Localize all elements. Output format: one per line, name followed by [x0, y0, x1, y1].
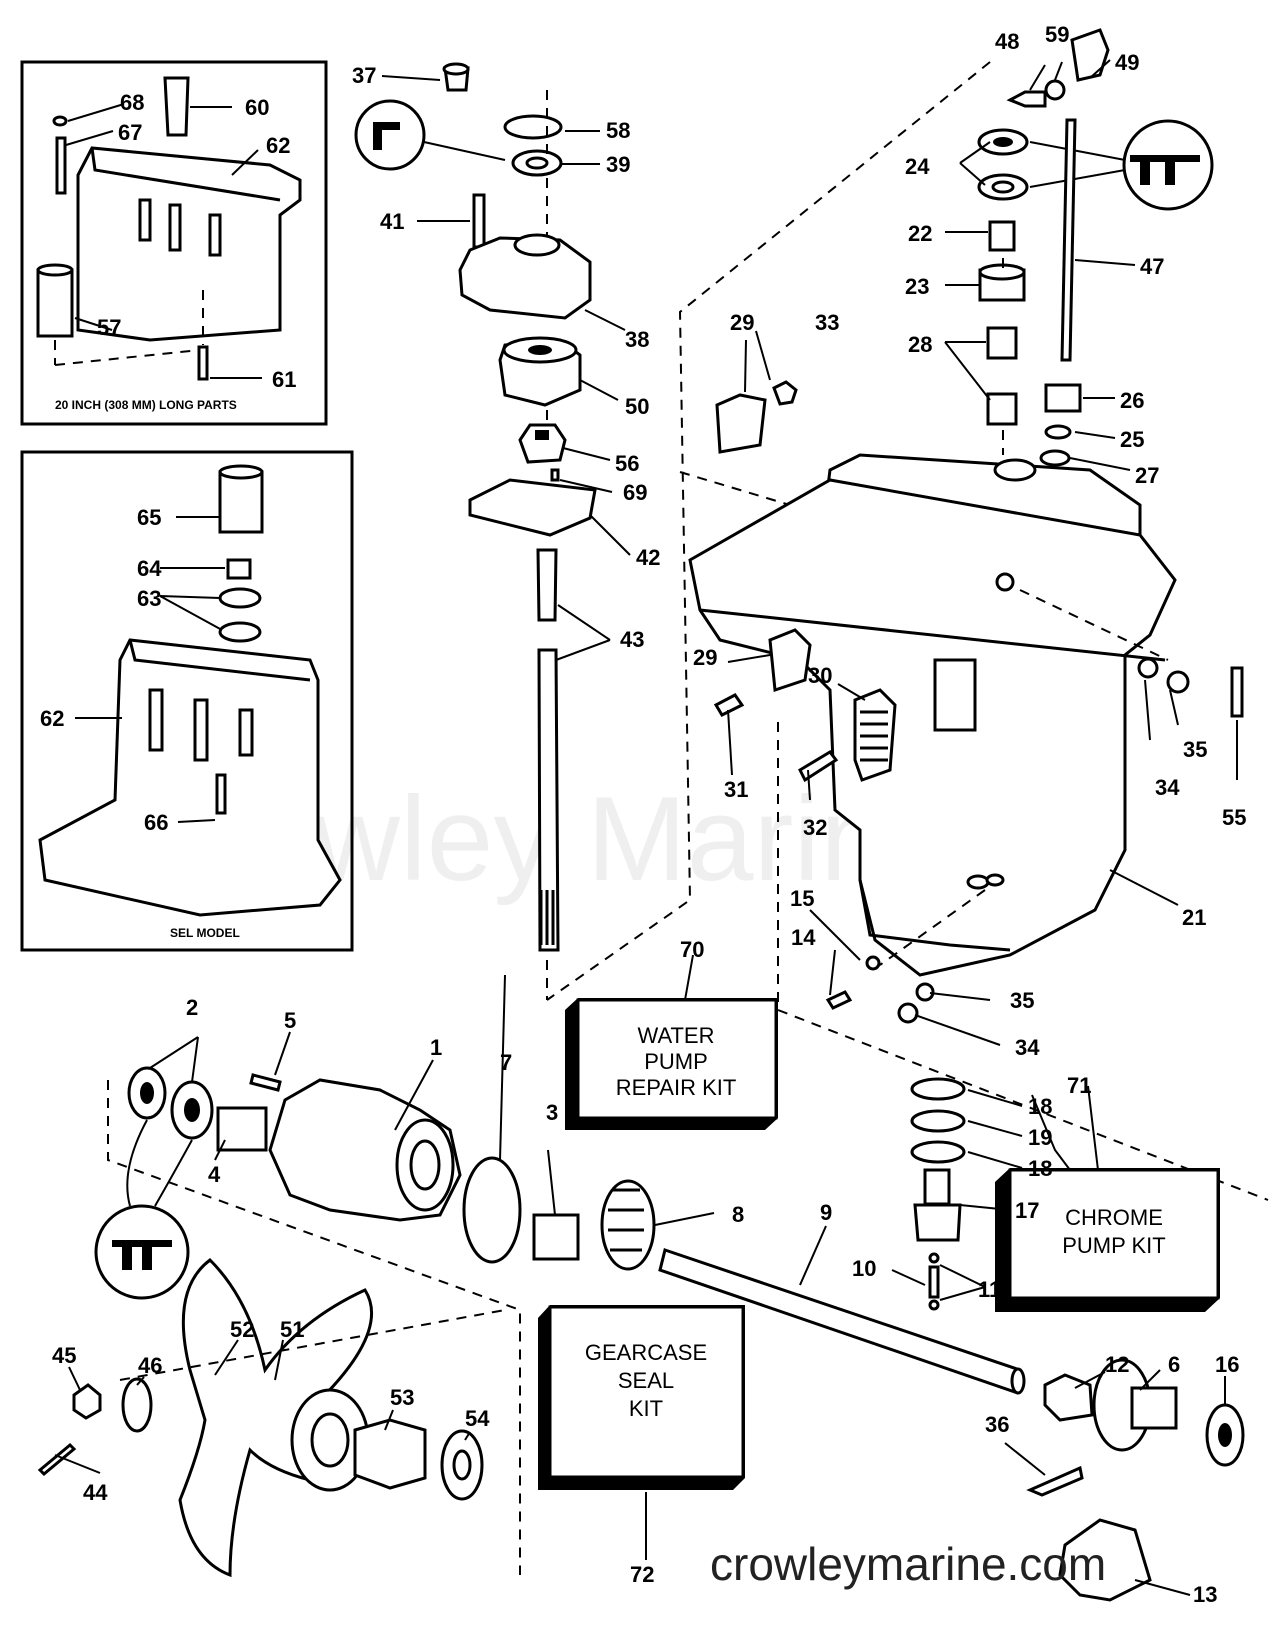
shift-rod-assembly	[977, 28, 1214, 467]
water-pump-kit-line-1: WATER	[638, 1023, 715, 1048]
callout-64: 64	[137, 556, 162, 581]
callout-36: 36	[985, 1412, 1009, 1437]
water-pump-kit-line-2: PUMP	[644, 1049, 708, 1074]
callout-62-inset1: 62	[266, 133, 290, 158]
gearcase-seal-kit-line-2: SEAL	[618, 1368, 674, 1393]
callout-51: 51	[280, 1317, 304, 1342]
callout-6: 6	[1168, 1352, 1180, 1377]
water-pump-assembly	[354, 62, 597, 1000]
callout-2: 2	[186, 995, 198, 1020]
callout-10: 10	[852, 1256, 876, 1281]
callout-34-upper: 34	[1155, 775, 1180, 800]
lower-gear-assembly	[37, 1066, 1245, 1602]
callout-11: 11	[978, 1277, 1001, 1302]
callout-61: 61	[272, 367, 296, 392]
callout-29-upper: 29	[730, 310, 754, 335]
callout-37: 37	[352, 63, 376, 88]
callout-16: 16	[1215, 1352, 1239, 1377]
callout-26: 26	[1120, 388, 1144, 413]
callout-60: 60	[245, 95, 269, 120]
callout-71: 71	[1067, 1073, 1091, 1098]
callout-42: 42	[636, 545, 660, 570]
callout-68: 68	[120, 90, 144, 115]
callout-8: 8	[732, 1202, 744, 1227]
callout-35-lower: 35	[1010, 988, 1034, 1013]
callout-39: 39	[606, 152, 630, 177]
callout-3: 3	[546, 1100, 558, 1125]
callout-28: 28	[908, 332, 932, 357]
water-pump-kit-box: WATER PUMP REPAIR KIT	[565, 998, 778, 1130]
callout-5: 5	[284, 1008, 296, 1033]
callout-18-lower: 18	[1028, 1156, 1052, 1181]
callout-21: 21	[1182, 905, 1206, 930]
callout-25: 25	[1120, 427, 1144, 452]
callout-29-lower: 29	[693, 645, 717, 670]
callout-69: 69	[623, 480, 647, 505]
water-pump-kit-line-3: REPAIR KIT	[616, 1075, 737, 1100]
callout-7: 7	[500, 1050, 512, 1075]
callout-19: 19	[1028, 1125, 1052, 1150]
callout-65: 65	[137, 505, 161, 530]
gearcase-housing	[688, 393, 1177, 977]
callout-22: 22	[908, 221, 932, 246]
callout-49: 49	[1115, 50, 1139, 75]
leader-lines	[54, 59, 1238, 1596]
callout-4: 4	[208, 1162, 221, 1187]
callout-72: 72	[630, 1562, 654, 1587]
callout-47: 47	[1140, 254, 1164, 279]
callout-62-inset2: 62	[40, 706, 64, 731]
callout-12: 12	[1105, 1352, 1129, 1377]
callout-43: 43	[620, 627, 644, 652]
callout-54: 54	[465, 1406, 490, 1431]
chrome-pump-kit-line-1: CHROME	[1065, 1205, 1163, 1230]
callout-48: 48	[995, 29, 1019, 54]
callout-67: 67	[118, 120, 142, 145]
side-fasteners	[713, 380, 1244, 1024]
callout-1: 1	[430, 1035, 442, 1060]
callout-9: 9	[820, 1200, 832, 1225]
callout-56: 56	[615, 451, 639, 476]
long-parts-caption: 20 INCH (308 MM) LONG PARTS	[55, 398, 237, 412]
callout-23: 23	[905, 274, 929, 299]
callout-17: 17	[1015, 1198, 1039, 1223]
callout-45: 45	[52, 1343, 76, 1368]
callout-31: 31	[724, 777, 748, 802]
callout-41: 41	[380, 209, 404, 234]
callout-38: 38	[625, 327, 649, 352]
callout-34-lower: 34	[1015, 1035, 1040, 1060]
gearcase-seal-kit-box: GEARCASE SEAL KIT	[538, 1305, 745, 1490]
sel-model-caption: SEL MODEL	[170, 926, 240, 940]
callout-24: 24	[905, 154, 930, 179]
inset-long-parts: 20 INCH (308 MM) LONG PARTS	[20, 60, 328, 426]
site-url: crowleymarine.com	[710, 1538, 1106, 1590]
callout-52: 52	[230, 1317, 254, 1342]
callout-27: 27	[1135, 463, 1159, 488]
callout-63: 63	[137, 586, 161, 611]
gearcase-seal-kit-line-1: GEARCASE	[585, 1340, 707, 1365]
callout-55: 55	[1222, 805, 1246, 830]
callout-57: 57	[97, 315, 121, 340]
callout-59: 59	[1045, 22, 1069, 47]
callout-18-upper: 18	[1028, 1094, 1052, 1119]
inset-sel-model: SEL MODEL	[20, 450, 354, 952]
callout-58: 58	[606, 118, 630, 143]
callout-66: 66	[144, 810, 168, 835]
callout-44: 44	[83, 1480, 108, 1505]
callout-35-upper: 35	[1183, 737, 1207, 762]
callout-30: 30	[808, 663, 832, 688]
callout-32: 32	[803, 815, 827, 840]
callout-53: 53	[390, 1385, 414, 1410]
callout-70: 70	[680, 937, 704, 962]
chrome-pump-kit-box: CHROME PUMP KIT	[995, 1168, 1220, 1312]
callout-46: 46	[138, 1353, 162, 1378]
callout-14: 14	[791, 925, 816, 950]
callout-50: 50	[625, 394, 649, 419]
callout-labels: 37 58 39 41 38 50 56 69 42 43 29 33 29 3…	[40, 22, 1246, 1607]
callout-15: 15	[790, 886, 814, 911]
chrome-pump-kit-line-2: PUMP KIT	[1062, 1233, 1166, 1258]
callout-13: 13	[1193, 1582, 1217, 1607]
gearcase-seal-kit-line-3: KIT	[629, 1396, 663, 1421]
callout-33: 33	[815, 310, 839, 335]
